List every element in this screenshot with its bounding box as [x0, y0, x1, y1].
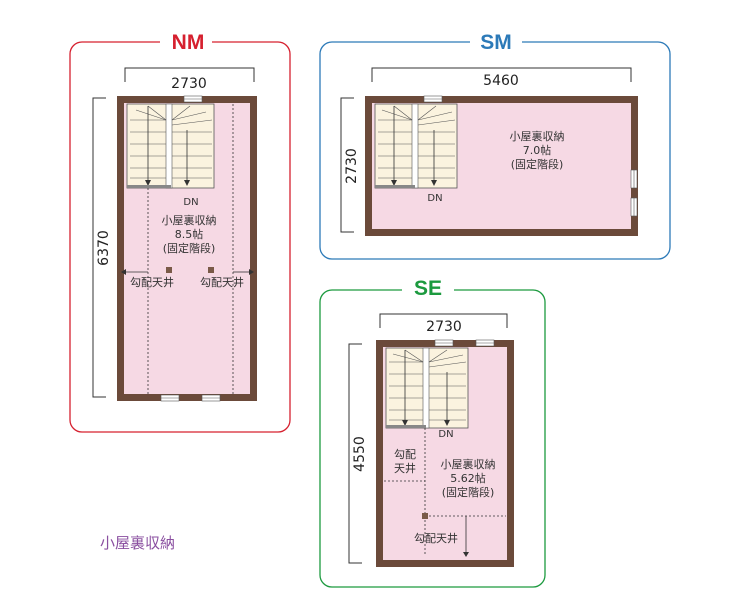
nm-window-top — [183, 95, 203, 103]
panel-se: SE 2730 4550 — [319, 276, 546, 588]
nm-room-name: 小屋裏収納 — [162, 213, 217, 227]
sm-window-right-2 — [630, 197, 638, 217]
nm-window-right — [201, 394, 221, 402]
panel-nm-label: NM — [172, 31, 205, 54]
panel-nm: NM 2730 6370 — [69, 30, 291, 433]
nm-staircase — [126, 103, 215, 189]
se-width-dimension: 2730 — [426, 319, 462, 335]
se-room-name: 小屋裏収納 — [441, 457, 496, 471]
se-slope-side-2: 天井 — [394, 461, 416, 475]
se-slope-bottom: 勾配天井 — [414, 531, 458, 545]
panel-sm-label: SM — [480, 31, 512, 54]
nm-room-size: 8.5帖 — [175, 228, 204, 241]
nm-slope-ceiling-left: 勾配天井 — [130, 275, 174, 289]
nm-slope-ceiling-right: 勾配天井 — [200, 275, 244, 289]
se-staircase — [385, 347, 469, 429]
se-slope-side-1: 勾配 — [394, 448, 416, 461]
panel-se-label: SE — [414, 277, 442, 300]
se-window-top-1 — [434, 339, 454, 347]
se-room-size: 5.62帖 — [450, 472, 486, 485]
sm-window-top — [423, 95, 443, 103]
sm-stair-label: DN — [427, 193, 442, 204]
sm-staircase — [374, 103, 458, 189]
sm-room-size: 7.0帖 — [523, 144, 552, 157]
se-window-top-2 — [475, 339, 495, 347]
sm-depth-dimension: 2730 — [344, 148, 360, 184]
sm-room-note: (固定階段) — [511, 157, 564, 171]
nm-stair-label: DN — [183, 197, 198, 208]
sm-width-dimension: 5460 — [483, 73, 519, 89]
se-stair-label: DN — [438, 429, 453, 440]
nm-window-left — [160, 394, 180, 402]
se-room-note: (固定階段) — [442, 485, 495, 499]
caption-attic-storage: 小屋裏収納 — [100, 534, 176, 552]
nm-room-note: (固定階段) — [163, 241, 216, 255]
nm-width-dimension: 2730 — [171, 76, 207, 92]
sm-window-right-1 — [630, 169, 638, 189]
panel-sm: SM 5460 2730 — [319, 30, 671, 260]
sm-room-name: 小屋裏収納 — [510, 129, 565, 143]
nm-depth-dimension: 6370 — [96, 230, 112, 266]
se-depth-dimension: 4550 — [352, 436, 368, 472]
